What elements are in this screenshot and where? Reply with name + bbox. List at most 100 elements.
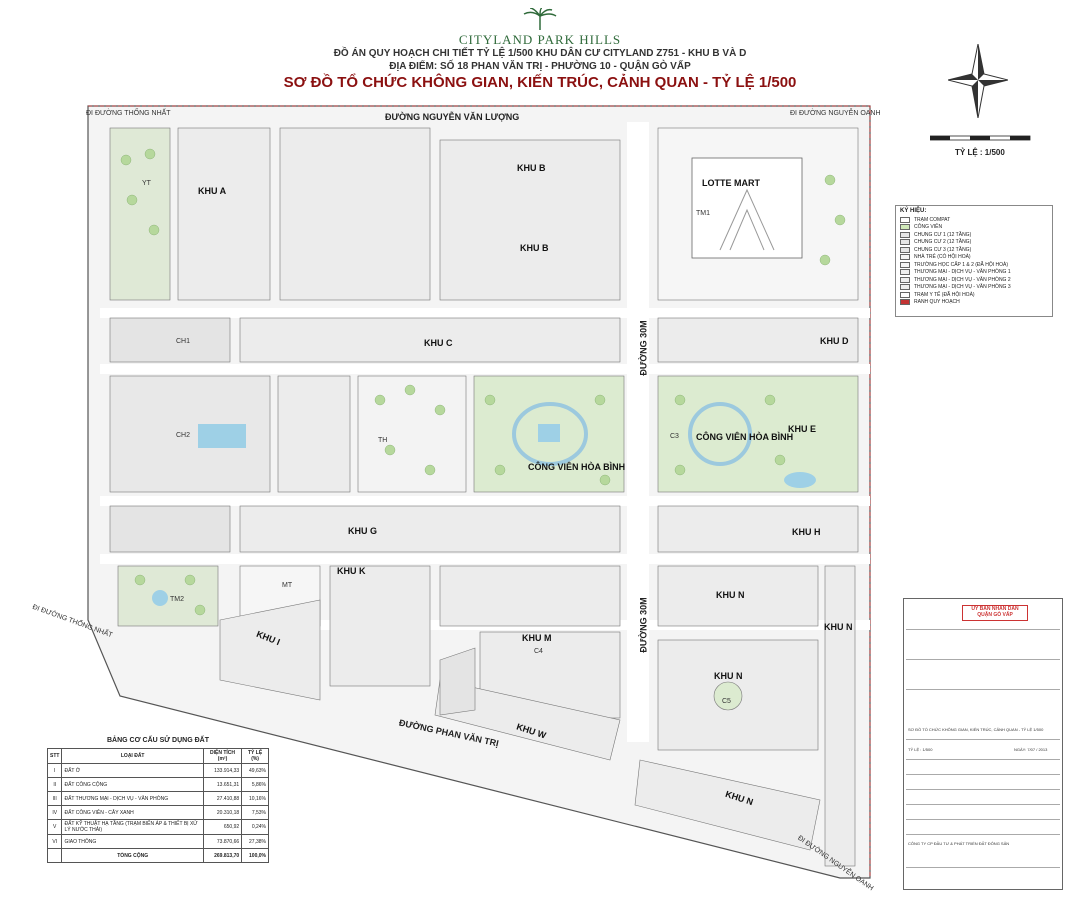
land-use-table-title: BẢNG CƠ CẤU SỬ DỤNG ĐẤT <box>107 737 209 744</box>
zone-khu-b2: KHU B <box>520 243 549 253</box>
project-location: ĐỊA ĐIỂM: SỐ 18 PHAN VĂN TRỊ - PHƯỜNG 10… <box>389 61 691 72</box>
legend-item: THƯƠNG MẠI - DỊCH VỤ - VĂN PHÒNG 3 <box>896 284 1052 292</box>
zone-khu-d: KHU D <box>820 336 849 346</box>
legend-item-label: CHUNG CƯ 1 (12 TẦNG) <box>914 231 972 238</box>
table-cell: I <box>46 763 63 778</box>
legend-item: THƯƠNG MẠI - DỊCH VỤ - VĂN PHÒNG 2 <box>896 276 1052 284</box>
zone-khu-b1: KHU B <box>517 163 546 173</box>
scale-label: TỶ LỆ : 1/500 <box>955 148 1005 157</box>
zone-khu-n1: KHU N <box>716 590 745 600</box>
zone-lotte-mart: LOTTE MART <box>702 178 760 188</box>
legend-swatch-icon <box>900 299 910 306</box>
zone-khu-h: KHU H <box>792 527 821 537</box>
table-cell: 269.813,70 <box>202 848 243 863</box>
col-ty-le: TỶ LỆ (%) <box>241 748 269 764</box>
legend-item-label: NHÀ TRẺ (CÓ HỘI HOÀ) <box>914 254 971 261</box>
table-cell: 100,0% <box>241 848 269 863</box>
marker-c4: C4 <box>534 648 543 655</box>
north-arrow-icon <box>948 44 1008 118</box>
legend-item-label: THƯƠNG MẠI - DỊCH VỤ - VĂN PHÒNG 3 <box>914 284 1011 291</box>
table-cell: ĐẤT THƯƠNG MẠI - DỊCH VỤ - VĂN PHÒNG <box>61 791 204 806</box>
marker-tm2: TM2 <box>170 596 184 603</box>
legend-item: RANH QUY HOẠCH <box>896 299 1052 307</box>
scale-bar <box>930 135 1031 141</box>
legend-item-label: THƯƠNG MẠI - DỊCH VỤ - VĂN PHÒNG 2 <box>914 276 1011 283</box>
title-block: ỦY BAN NHÂN DÂN QUẬN GÒ VẤP SƠ ĐỒ TỔ CHỨ… <box>903 598 1063 890</box>
brand-header: CITYLAND PARK HILLS <box>0 8 1080 48</box>
legend-swatch-icon <box>900 216 910 223</box>
zone-park-right: CÔNG VIÊN HÒA BÌNH <box>696 432 794 442</box>
zone-khu-a: KHU A <box>198 186 227 196</box>
col-dien-tich: DIỆN TÍCH (m²) <box>202 748 243 764</box>
legend-item-label: TRƯỜNG HỌC CẤP 1 & 2 (ĐÃ HỘI HOÀ) <box>914 261 1009 268</box>
title-block-scale: TỶ LỆ : 1/500 <box>908 747 933 752</box>
table-cell: VI <box>46 834 63 849</box>
table-cell: ĐẤT Ở <box>61 763 204 778</box>
legend-item: CHUNG CƯ 1 (12 TẦNG) <box>896 231 1052 239</box>
marker-ch2: CH2 <box>176 432 191 439</box>
legend-item: THƯƠNG MẠI - DỊCH VỤ - VĂN PHÒNG 1 <box>896 269 1052 277</box>
legend-item-label: CHUNG CƯ 2 (12 TẦNG) <box>914 239 972 246</box>
marker-th: TH <box>378 437 388 444</box>
road-to-thong-nhat-top: ĐI ĐƯỜNG THỐNG NHẤT <box>86 110 171 117</box>
legend-item: CÔNG VIÊN <box>896 224 1052 232</box>
table-cell: II <box>46 777 63 792</box>
legend-item: TRẠM COMPAT <box>896 216 1052 224</box>
road-30m-top: ĐƯỜNG 30M <box>638 320 649 376</box>
marker-tm1: TM1 <box>696 210 710 217</box>
legend-swatch-icon <box>900 276 910 283</box>
table-cell: ĐẤT CÔNG VIÊN - CÂY XANH <box>61 805 204 820</box>
legend-swatch-icon <box>900 284 910 291</box>
legend-item: CHUNG CƯ 2 (12 TẦNG) <box>896 239 1052 247</box>
table-cell: IV <box>46 805 63 820</box>
zone-khu-n2: KHU N <box>714 671 743 681</box>
zone-park-left: CÔNG VIÊN HÒA BÌNH <box>528 462 626 472</box>
table-cell: III <box>46 791 63 806</box>
legend-swatch-icon <box>900 254 910 261</box>
table-cell: ĐẤT CÔNG CỘNG <box>61 777 204 792</box>
legend-item-label: THƯƠNG MẠI - DỊCH VỤ - VĂN PHÒNG 1 <box>914 269 1011 276</box>
table-cell: ĐẤT KỸ THUẬT HẠ TẦNG (TRẠM BIẾN ÁP & THI… <box>61 819 204 835</box>
table-cell: 73.870,66 <box>202 834 243 849</box>
legend-item-label: TRẠM COMPAT <box>914 216 951 223</box>
legend-title: KÝ HIỆU: <box>900 208 927 214</box>
legend-item: TRẠM Y TẾ (ĐÃ HỘI HOÀ) <box>896 291 1052 299</box>
legend-swatch-icon <box>900 239 910 246</box>
table-cell <box>46 848 63 863</box>
road-to-nguyen-oanh-top: ĐI ĐƯỜNG NGUYỄN OANH <box>790 110 881 117</box>
road-nguyen-van-luong: ĐƯỜNG NGUYỄN VĂN LƯỢNG <box>385 112 520 122</box>
marker-ch1: CH1 <box>176 338 191 345</box>
land-use-table: BẢNG CƠ CẤU SỬ DỤNG ĐẤT STT LOẠI ĐẤT DIỆ… <box>46 737 269 863</box>
road-30m <box>627 122 649 742</box>
table-cell: 650,92 <box>202 819 243 835</box>
table-cell: 133.914,33 <box>202 763 243 778</box>
site-plan-map <box>87 105 871 879</box>
zone-khu-g: KHU G <box>348 526 377 536</box>
zone-khu-c: KHU C <box>424 338 453 348</box>
zone-khu-k: KHU K <box>337 566 366 576</box>
legend-swatch-icon <box>900 261 910 268</box>
brand-name: CITYLAND PARK HILLS <box>458 32 622 47</box>
legend-swatch-icon <box>900 291 910 298</box>
road-30m-bottom: ĐƯỜNG 30M <box>638 597 649 653</box>
table-cell: 49,63% <box>241 763 269 778</box>
table-cell: 20.310,18 <box>202 805 243 820</box>
table-cell: GIAO THÔNG <box>61 834 204 849</box>
legend-item: CHUNG CƯ 3 (12 TẦNG) <box>896 246 1052 254</box>
legend-item: NHÀ TRẺ (CÓ HỘI HOÀ) <box>896 254 1052 262</box>
table-cell: 27.410,88 <box>202 791 243 806</box>
title-block-sheet-title: SƠ ĐỒ TỔ CHỨC KHÔNG GIAN, KIẾN TRÚC, CẢN… <box>908 727 1044 732</box>
table-cell: 10,16% <box>241 791 269 806</box>
legend-swatch-icon <box>900 231 910 238</box>
table-cell: 7,53% <box>241 805 269 820</box>
